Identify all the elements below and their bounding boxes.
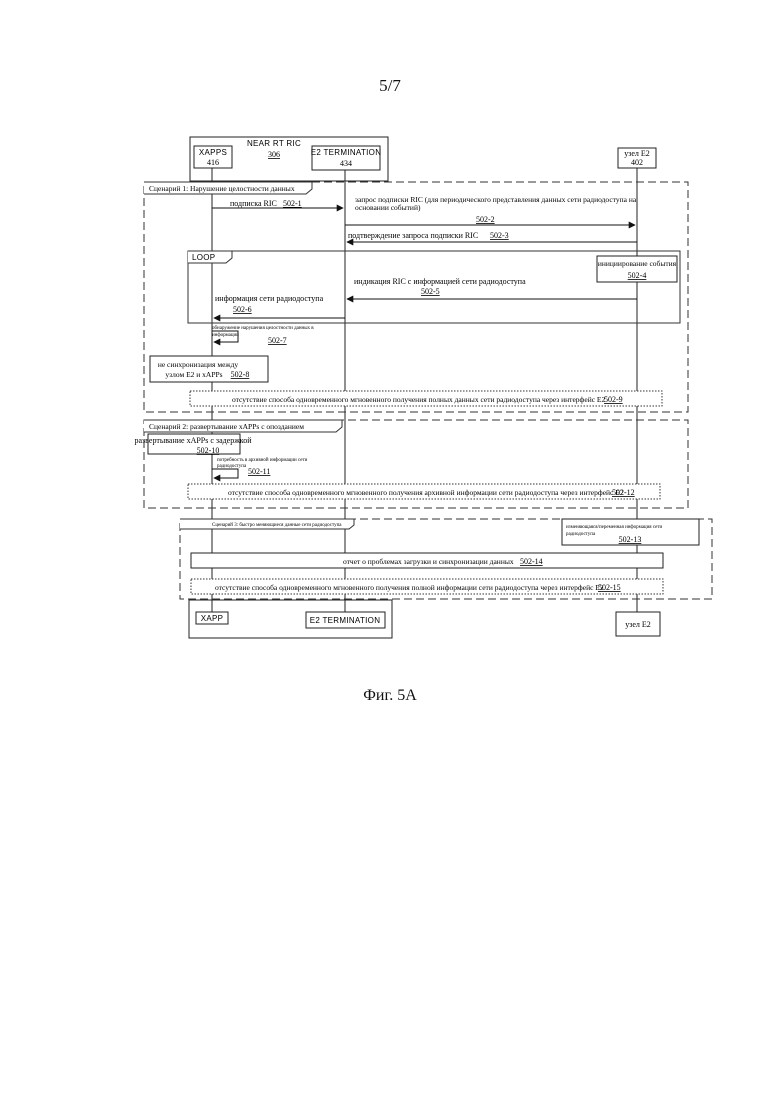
svg-text:отчет о проблемах загрузки и с: отчет о проблемах загрузки и синхронизац…: [343, 557, 514, 566]
note-502-13: изменяющаяся/переменная информация сети …: [562, 519, 699, 545]
message-502-6: информация сети радиодоступа 502-6: [214, 294, 345, 318]
svg-text:502-15: 502-15: [598, 583, 621, 592]
svg-text:502-13: 502-13: [619, 535, 642, 544]
svg-text:основании событий): основании событий): [355, 203, 421, 212]
xapps-box: XAPPS 416: [194, 146, 232, 168]
svg-text:Сценарий 3: быстро меняющиеся: Сценарий 3: быстро меняющиеся данные сет…: [212, 523, 342, 528]
svg-text:Сценарий 1: Нарушение целостно: Сценарий 1: Нарушение целостности данных: [149, 184, 295, 193]
svg-text:Сценарий 2: развертывание xAPP: Сценарий 2: развертывание xAPPs с опозда…: [149, 422, 304, 431]
svg-text:502-5: 502-5: [421, 287, 440, 296]
svg-text:потребность в архивной информа: потребность в архивной информации сети: [217, 458, 308, 463]
svg-text:отсутствие способа одновременн: отсутствие способа одновременного мгнове…: [215, 583, 604, 592]
svg-text:502-4: 502-4: [628, 271, 647, 280]
svg-text:502-6: 502-6: [233, 305, 252, 314]
note-502-10: развертывание xAPPs с задержкой 502-10: [134, 434, 252, 455]
note-502-8: не синхронизация между узлом E2 и xAPPs …: [150, 356, 268, 382]
svg-text:изменяющаяся/переменная информ: изменяющаяся/переменная информация сети: [566, 525, 663, 530]
svg-text:радиодоступа: радиодоступа: [217, 464, 247, 469]
svg-text:LOOP: LOOP: [192, 253, 215, 262]
svg-text:отсутствие способа одновременн: отсутствие способа одновременного мгнове…: [228, 488, 624, 497]
svg-text:502-12: 502-12: [612, 488, 635, 497]
svg-text:E2 TERMINATION: E2 TERMINATION: [310, 616, 381, 625]
svg-text:502-7: 502-7: [268, 336, 287, 345]
note-502-15: отсутствие способа одновременного мгнове…: [191, 579, 663, 594]
svg-text:434: 434: [340, 159, 352, 168]
note-502-9: отсутствие способа одновременного мгнове…: [190, 391, 662, 406]
svg-text:индикация RIC с информацией се: индикация RIC с информацией сети радиодо…: [354, 277, 526, 286]
svg-text:отсутствие способа одновременн: отсутствие способа одновременного мгнове…: [232, 395, 606, 404]
svg-text:402: 402: [631, 158, 643, 167]
event-trigger-502-4: инициирование события 502-4: [597, 256, 677, 282]
self-call-502-7: обнаружение нарушения целостности данных…: [212, 326, 314, 345]
svg-text:информации: информации: [212, 333, 239, 338]
e2-node-box: узел E2 402: [618, 148, 656, 168]
message-502-5: индикация RIC с информацией сети радиодо…: [347, 277, 637, 299]
svg-text:502-9: 502-9: [604, 395, 623, 404]
svg-text:XAPP: XAPP: [201, 614, 224, 623]
svg-text:E2 TERMINATION: E2 TERMINATION: [311, 148, 382, 157]
svg-text:NEAR RT RIC: NEAR RT RIC: [247, 139, 301, 148]
message-502-2: запрос подписки RIC (для периодического …: [345, 195, 637, 225]
svg-text:узел E2: узел E2: [624, 149, 650, 158]
svg-text:502-14: 502-14: [520, 557, 543, 566]
note-502-12: отсутствие способа одновременного мгнове…: [188, 484, 660, 499]
bottom-e2-node-box: узел E2: [616, 612, 660, 636]
svg-text:не синхронизация между: не синхронизация между: [158, 360, 239, 369]
svg-text:416: 416: [207, 158, 219, 167]
svg-text:развертывание xAPPs с задержко: развертывание xAPPs с задержкой: [134, 436, 252, 445]
svg-text:306: 306: [268, 150, 280, 159]
self-call-502-11: потребность в архивной информации сети р…: [212, 458, 308, 478]
svg-text:узлом E2 и xAPPs: узлом E2 и xAPPs: [165, 370, 222, 379]
svg-text:502-10: 502-10: [197, 446, 220, 455]
svg-text:подписка RIC: подписка RIC: [230, 199, 277, 208]
bottom-e2-termination-box: E2 TERMINATION: [306, 612, 385, 628]
message-502-3: подтверждение запроса подписки RIC 502-3: [347, 231, 637, 242]
svg-text:502-8: 502-8: [231, 370, 250, 379]
svg-text:информация сети радиодоступа: информация сети радиодоступа: [215, 294, 324, 303]
message-502-1: подписка RIC 502-1: [212, 199, 343, 208]
svg-text:502-11: 502-11: [248, 467, 270, 476]
svg-text:XAPPS: XAPPS: [199, 148, 227, 157]
svg-text:инициирование события: инициирование события: [598, 259, 677, 268]
figure-caption: Фиг. 5А: [0, 687, 780, 705]
svg-text:502-2: 502-2: [476, 215, 495, 224]
svg-text:502-1: 502-1: [283, 199, 302, 208]
svg-text:радиодоступа: радиодоступа: [566, 532, 596, 537]
svg-text:подтверждение запроса подписки: подтверждение запроса подписки RIC: [348, 231, 478, 240]
note-502-14: отчет о проблемах загрузки и синхронизац…: [191, 553, 663, 568]
e2-termination-box: E2 TERMINATION 434: [311, 146, 382, 170]
bottom-xapp-box: XAPP: [196, 612, 228, 624]
svg-text:обнаружение нарушения целостно: обнаружение нарушения целостности данных…: [212, 326, 314, 331]
svg-text:узел E2: узел E2: [625, 620, 651, 629]
svg-text:502-3: 502-3: [490, 231, 509, 240]
